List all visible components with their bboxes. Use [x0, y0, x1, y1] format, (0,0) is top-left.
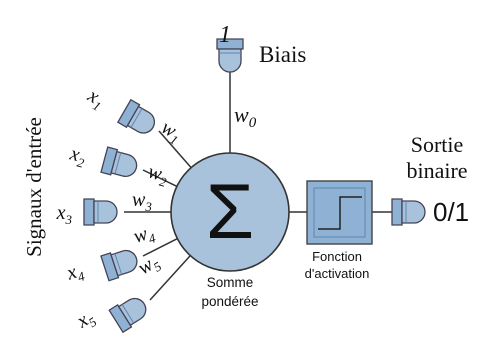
output-value: 0/1 — [433, 197, 469, 227]
plug-icon — [100, 146, 138, 177]
sum-node-label-line2: pondérée — [201, 294, 258, 309]
bias-label: Biais — [259, 42, 306, 67]
weight-index: 3 — [144, 199, 152, 214]
sigma-icon: Σ — [206, 167, 254, 255]
input-wire — [142, 237, 179, 257]
input-label: x1 — [82, 84, 109, 114]
activation-label-line1: Fonction — [312, 249, 362, 264]
input-label: x3 — [56, 202, 73, 227]
input-wire — [142, 169, 179, 188]
bias-input-label: 1 — [219, 22, 231, 48]
input-wire — [158, 130, 193, 169]
weight-index: 4 — [147, 230, 158, 246]
input-label: x2 — [66, 142, 89, 171]
input-symbol: x — [56, 202, 66, 224]
sum-node — [170, 152, 290, 272]
plug-icon — [116, 98, 156, 134]
sum-node-label-line1: Somme — [207, 275, 254, 290]
input-wire — [149, 254, 192, 301]
input-label: x5 — [72, 305, 100, 335]
connections — [124, 72, 393, 301]
plug-icon — [108, 297, 147, 334]
output-label-line2: binaire — [406, 158, 467, 183]
weight-label: w2 — [145, 161, 171, 190]
bias-weight-symbol: w — [234, 102, 249, 127]
bias-weight: w0 — [234, 102, 257, 131]
input-label: x4 — [63, 259, 87, 288]
activation-label-line2: d'activation — [305, 266, 370, 281]
plug-icon — [391, 198, 426, 226]
weight-label: w1 — [156, 116, 186, 148]
plug-icon — [100, 249, 138, 282]
weight-symbol: w — [146, 161, 165, 186]
svg-text:w0: w0 — [234, 102, 257, 131]
plug-icon — [83, 198, 118, 226]
input-index: 3 — [65, 212, 73, 227]
step-function-icon — [318, 196, 362, 230]
weight-index: 2 — [158, 174, 169, 190]
plug-icon — [216, 38, 244, 73]
weight-label: w4 — [131, 221, 158, 251]
weight-label: w5 — [134, 250, 165, 282]
output-plug-icon — [391, 198, 426, 226]
bias-weight-index: 0 — [249, 115, 257, 131]
output-label-line1: Sortie — [411, 132, 464, 157]
weight-symbol: w — [132, 189, 146, 211]
activation-box — [306, 180, 373, 245]
bias-plug-icon — [216, 38, 244, 73]
weight-label: w3 — [132, 189, 152, 214]
input-index: 2 — [76, 155, 87, 171]
inputs-group-label: Signaux d'entrée — [22, 117, 46, 257]
input-index: 4 — [76, 268, 87, 284]
